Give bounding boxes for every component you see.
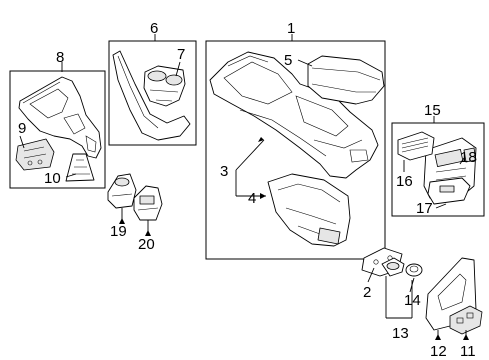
callout-1: 1 [287, 20, 295, 37]
group-box-1 [205, 40, 386, 260]
callout-5: 5 [284, 52, 292, 69]
callout-14: 14 [404, 292, 421, 309]
callout-15: 15 [424, 102, 441, 119]
power-socket-part [381, 257, 405, 277]
group-box-8 [9, 70, 106, 189]
leader-arrowheads [119, 137, 469, 340]
callout-10: 10 [44, 170, 61, 187]
drive-switch-part [133, 185, 163, 221]
callout-20: 20 [138, 236, 155, 253]
vent-louver-part [397, 131, 435, 161]
callout-18: 18 [460, 149, 477, 166]
callout-17: 17 [416, 200, 433, 217]
callout-4: 4 [248, 190, 256, 207]
switch-panel-part [15, 138, 55, 171]
callout-12: 12 [430, 343, 447, 360]
callout-19: 19 [110, 223, 127, 240]
callout-labels: 1 2 3 4 5 6 7 8 9 10 11 12 13 14 15 16 1… [18, 20, 477, 360]
callout-9: 9 [18, 120, 26, 137]
console-box-part [209, 51, 379, 179]
mode-switch-part [107, 173, 137, 209]
console-trim-panel-part [18, 76, 102, 159]
callout-3: 3 [220, 163, 228, 180]
shift-boot-part [65, 153, 95, 182]
group-box-6 [108, 40, 197, 146]
usb-unit-part [427, 177, 471, 205]
console-lower-box-part [267, 173, 351, 247]
callout-13: 13 [392, 325, 409, 342]
callout-2: 2 [363, 284, 371, 301]
finisher-panel-part [112, 50, 191, 141]
callout-11: 11 [460, 343, 476, 360]
armrest-lid-part [307, 55, 385, 105]
callout-6: 6 [150, 20, 158, 37]
group-box-15 [391, 122, 485, 217]
callout-7: 7 [177, 46, 185, 63]
callout-8: 8 [56, 49, 64, 66]
switch-unit-part [449, 305, 483, 335]
callout-16: 16 [396, 173, 413, 190]
rear-switch-part [463, 147, 477, 163]
socket-cap-part [405, 263, 423, 277]
cup-holder-part [143, 65, 186, 107]
